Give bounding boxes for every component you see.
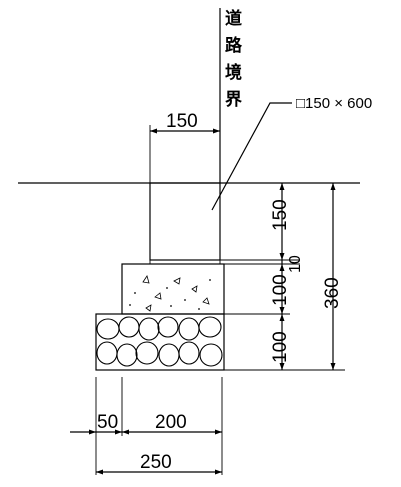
boundary-char-1: 道 (225, 8, 242, 29)
curb-spec-text: □150 × 600 (296, 95, 372, 112)
gravel-base (95, 313, 225, 371)
concrete-height-text: 100 (270, 274, 291, 306)
height-dimensions: 150 10 100 100 360 (220, 182, 345, 371)
boundary-char-2: 路 (225, 35, 243, 56)
mortar-thickness-text: 10 (287, 255, 304, 273)
callout-leader (211, 102, 292, 211)
concrete-base (121, 263, 225, 315)
gravel-height-text: 100 (270, 331, 291, 363)
curb-height-text: 150 (270, 199, 291, 231)
offset-width-text: 50 (97, 412, 118, 433)
curb-block (149, 182, 221, 261)
boundary-char-4: 界 (225, 90, 242, 110)
curb-spec-callout: □150 × 600 (211, 95, 372, 211)
curb-width-text: 150 (166, 111, 198, 132)
total-height-text: 360 (322, 277, 343, 309)
boundary-char-3: 境 (225, 62, 242, 83)
base-width-text: 200 (155, 412, 187, 433)
width-dimensions: 50 200 250 (70, 377, 223, 475)
total-width-text: 250 (140, 452, 172, 473)
mortar-layer (149, 259, 221, 265)
road-boundary-label: 道 路 境 界 (225, 8, 243, 110)
curb-width-dimension: 150 (149, 111, 220, 183)
